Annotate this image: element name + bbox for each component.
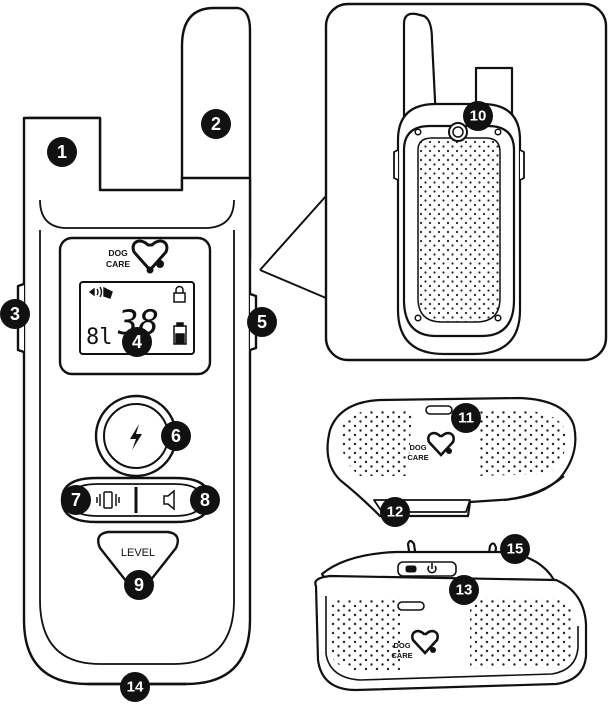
lcd-channel-readout: 8l (86, 325, 113, 350)
svg-text:3: 3 (10, 304, 20, 324)
receiver-logo-line1: DOG (409, 443, 426, 452)
callout-markers: 1 2 3 4 5 6 7 8 9 10 11 12 13 14 15 (0, 101, 530, 702)
rear-side-button-left (393, 149, 399, 181)
svg-text:12: 12 (387, 504, 404, 521)
rear-screw-bottom-right (494, 314, 502, 322)
svg-text:2: 2 (211, 114, 221, 134)
receiver-indicator-slot (425, 405, 453, 415)
receiver-front-indicator (397, 601, 425, 611)
svg-text:15: 15 (507, 541, 524, 558)
rear-antenna-long (402, 12, 438, 122)
receiver-grille-right (476, 410, 567, 476)
callout-12: 12 (380, 497, 410, 527)
svg-text:14: 14 (127, 679, 144, 696)
rear-screw-bottom-left (414, 314, 422, 322)
callout-10: 10 (463, 101, 493, 131)
power-icon (427, 563, 437, 574)
receiver-grille-left (340, 410, 412, 476)
speaker-icon (163, 489, 175, 511)
receiver-front-logo-line2: CARE (391, 651, 412, 660)
svg-text:11: 11 (458, 410, 474, 427)
receiver-front-logo: DOG CARE (391, 629, 439, 660)
rear-view-inset (259, 2, 608, 362)
callout-14: 14 (120, 672, 150, 702)
callout-13: 13 (449, 575, 479, 605)
callout-3: 3 (0, 299, 30, 329)
receiver-front-inner (325, 596, 579, 681)
receiver-led (405, 565, 417, 573)
logo-line1: DOG (108, 248, 128, 258)
callout-2: 2 (201, 109, 231, 139)
rear-side-button-right (519, 149, 525, 181)
receiver-logo-line2: CARE (407, 453, 428, 462)
callout-7: 7 (61, 485, 91, 515)
receiver-grille-front-right (470, 598, 574, 668)
callout-11: 11 (451, 403, 481, 433)
logo-line2: CARE (106, 259, 130, 269)
receiver-front-logo-line1: DOG (393, 641, 410, 650)
level-button-label: LEVEL (121, 547, 155, 559)
vibration-icon (96, 491, 120, 509)
svg-text:4: 4 (132, 332, 142, 352)
svg-text:10: 10 (470, 108, 487, 125)
rear-grille (417, 137, 501, 323)
svg-text:7: 7 (71, 490, 81, 510)
receiver-logo: DOG CARE (407, 431, 455, 462)
svg-text:9: 9 (134, 575, 144, 595)
collar-receiver-top-view (326, 396, 577, 518)
receiver-right-edge (503, 475, 565, 502)
lock-icon (173, 285, 186, 303)
svg-text:13: 13 (456, 582, 473, 599)
transmitter-details: DOG CARE 8l 38 LEVEL (86, 239, 187, 559)
rear-screw-top-left (414, 128, 422, 136)
battery-icon (173, 322, 187, 345)
lightning-bolt-icon (130, 424, 142, 450)
heart-paw-logo-icon (131, 239, 169, 274)
body-inner-contour (39, 199, 235, 665)
heart-paw-logo-icon (411, 629, 439, 655)
svg-text:1: 1 (57, 142, 67, 162)
callout-4: 4 (122, 327, 152, 357)
receiver-grille-front-left (330, 598, 400, 672)
heart-paw-logo-icon (427, 431, 455, 457)
svg-text:5: 5 (257, 312, 267, 332)
svg-text:8: 8 (200, 490, 210, 510)
lcd-vibration-indicator-icon (88, 286, 113, 299)
rear-charging-port-inner (452, 126, 464, 138)
callout-1: 1 (47, 137, 77, 167)
rear-screw-top-right (494, 128, 502, 136)
callout-5: 5 (247, 307, 277, 337)
callout-8: 8 (190, 485, 220, 515)
inset-leader (259, 195, 327, 299)
svg-text:6: 6 (171, 426, 181, 446)
callout-9: 9 (124, 570, 154, 600)
collar-receiver-front-view (314, 539, 588, 692)
callout-6: 6 (161, 421, 191, 451)
callout-15: 15 (500, 534, 530, 564)
